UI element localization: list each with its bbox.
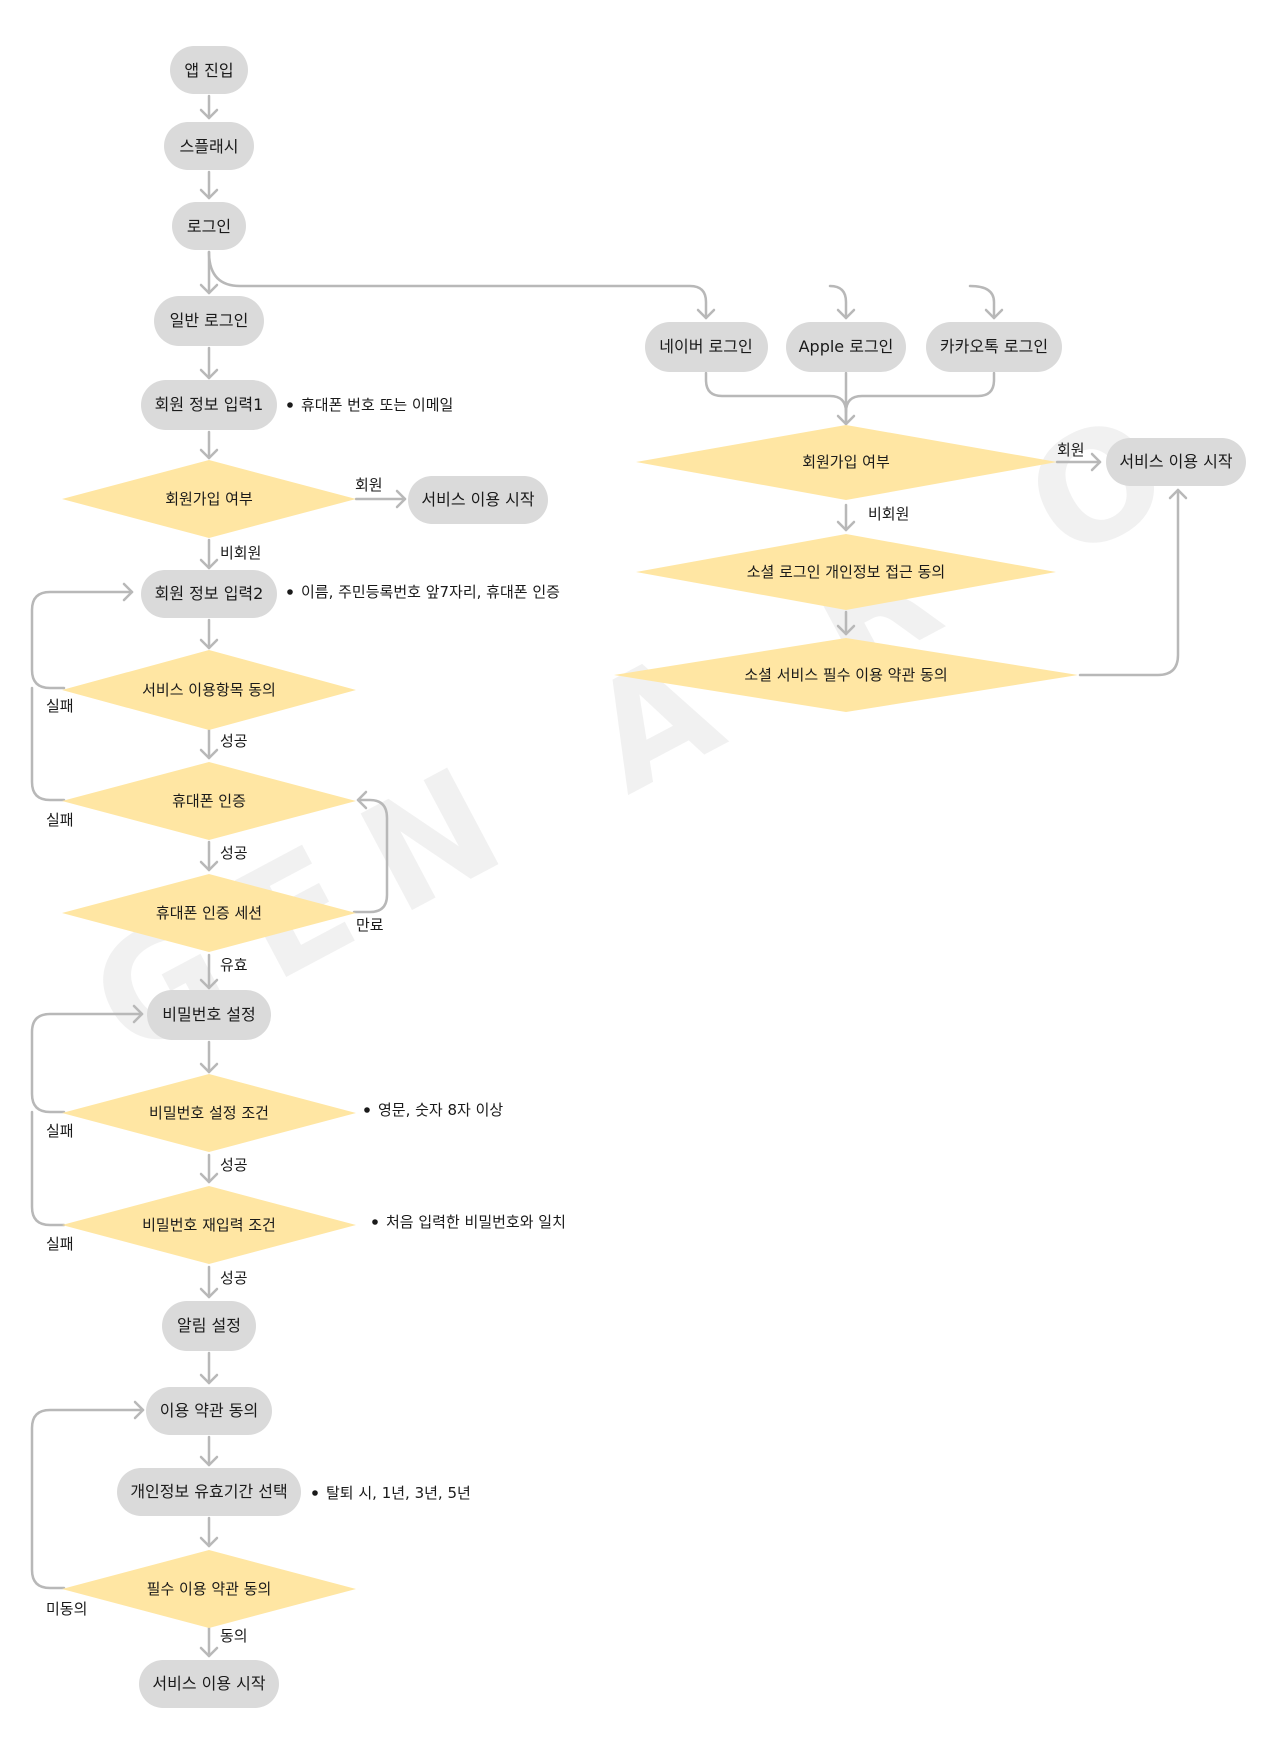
node-kakao-login: 카카오톡 로그인 [926, 322, 1062, 372]
svg-text:영문, 숫자 8자 이상: 영문, 숫자 8자 이상 [378, 1101, 503, 1119]
node-notification-set: 알림 설정 [162, 1301, 256, 1351]
node-member-info-1: 회원 정보 입력1 [141, 380, 277, 430]
svg-text:필수 이용 약관 동의: 필수 이용 약관 동의 [147, 1580, 272, 1598]
edge-items-fail [30, 590, 134, 690]
node-service-start-left: 서비스 이용 시작 [408, 476, 548, 524]
svg-text:소셜 서비스 필수 이용 약관 동의: 소셜 서비스 필수 이용 약관 동의 [744, 666, 947, 684]
svg-text:회원 정보 입력1: 회원 정보 입력1 [155, 395, 264, 414]
label-valid: 유효 [220, 956, 248, 974]
svg-text:이용 약관 동의: 이용 약관 동의 [160, 1401, 259, 1420]
svg-text:일반 로그인: 일반 로그인 [170, 311, 249, 330]
label-agreed: 동의 [220, 1627, 248, 1645]
edge-login-social-branch [207, 250, 708, 320]
edge-session-expired [352, 798, 389, 914]
svg-text:카카오톡 로그인: 카카오톡 로그인 [940, 337, 1048, 356]
svg-text:회원 정보 입력2: 회원 정보 입력2 [155, 584, 264, 603]
edge-phone-fail [30, 686, 66, 802]
svg-text:비밀번호 설정 조건: 비밀번호 설정 조건 [149, 1104, 269, 1122]
label-success-phone: 성공 [220, 844, 248, 862]
svg-text:이름, 주민등록번호 앞7자리, 휴대폰 인증: 이름, 주민등록번호 앞7자리, 휴대폰 인증 [301, 583, 560, 601]
node-app-entry: 앱 진입 [170, 46, 248, 94]
node-login: 로그인 [172, 202, 246, 250]
svg-text:휴대폰 번호 또는 이메일: 휴대폰 번호 또는 이메일 [301, 396, 453, 414]
edge-required-notagreed [30, 1408, 145, 1590]
node-service-start-right: 서비스 이용 시작 [1106, 438, 1246, 486]
svg-text:회원가입 여부: 회원가입 여부 [802, 453, 890, 471]
decision-password-condition: 비밀번호 설정 조건 [62, 1074, 356, 1152]
svg-text:회원가입 여부: 회원가입 여부 [165, 490, 253, 508]
svg-text:소셜 로그인 개인정보 접근 동의: 소셜 로그인 개인정보 접근 동의 [747, 563, 945, 581]
node-apple-login: Apple 로그인 [786, 322, 906, 372]
svg-text:탈퇴 시, 1년, 3년, 5년: 탈퇴 시, 1년, 3년, 5년 [326, 1484, 471, 1502]
svg-text:앱 진입: 앱 진입 [184, 61, 233, 80]
svg-text:서비스 이용항목 동의: 서비스 이용항목 동의 [142, 681, 276, 699]
edge-social-terms-start [1078, 488, 1180, 677]
svg-text:휴대폰 인증 세션: 휴대폰 인증 세션 [156, 904, 262, 922]
svg-text:스플래시: 스플래시 [180, 137, 239, 156]
node-splash: 스플래시 [164, 122, 254, 170]
label-success-pwcond: 성공 [220, 1156, 248, 1174]
note-password-reenter: 처음 입력한 비밀번호와 일치 [372, 1213, 566, 1231]
svg-text:비밀번호 재입력 조건: 비밀번호 재입력 조건 [142, 1216, 276, 1234]
label-fail-items: 실패 [46, 697, 74, 715]
decision-social-required-terms: 소셜 서비스 필수 이용 약관 동의 [614, 638, 1078, 712]
node-member-info-2: 회원 정보 입력2 [141, 570, 277, 618]
edge-pwreenter-fail [30, 1110, 66, 1227]
label-nonmember-left: 비회원 [220, 544, 261, 562]
node-terms-agree: 이용 약관 동의 [146, 1387, 272, 1435]
node-privacy-period: 개인정보 유효기간 선택 [117, 1468, 301, 1516]
note-privacy-period: 탈퇴 시, 1년, 3년, 5년 [312, 1484, 471, 1502]
node-service-start-bottom: 서비스 이용 시작 [139, 1660, 279, 1708]
decision-password-reenter: 비밀번호 재입력 조건 [62, 1186, 356, 1264]
svg-text:네이버 로그인: 네이버 로그인 [659, 337, 752, 356]
label-fail-pwcond: 실패 [46, 1122, 74, 1140]
edge-pwcond-fail [30, 1012, 144, 1114]
edge-social-merge [704, 371, 848, 426]
edges [30, 94, 1188, 1658]
label-nonmember-right: 비회원 [868, 505, 909, 523]
decision-phone-auth: 휴대폰 인증 [62, 762, 356, 840]
label-fail-phone: 실패 [46, 811, 74, 829]
note-password-condition: 영문, 숫자 8자 이상 [364, 1101, 503, 1119]
label-member-left: 회원 [355, 476, 383, 494]
svg-text:서비스 이용 시작: 서비스 이용 시작 [152, 1674, 265, 1693]
label-expired: 만료 [356, 916, 384, 934]
svg-text:서비스 이용 시작: 서비스 이용 시작 [421, 490, 534, 509]
decision-service-items: 서비스 이용항목 동의 [62, 650, 356, 730]
note-member-info-1: 휴대폰 번호 또는 이메일 [287, 396, 453, 414]
decision-signup-left: 회원가입 여부 [62, 460, 356, 538]
node-password-set: 비밀번호 설정 [147, 990, 271, 1040]
decision-phone-session: 휴대폰 인증 세션 [62, 874, 356, 952]
node-naver-login: 네이버 로그인 [645, 322, 768, 372]
decision-social-privacy: 소셜 로그인 개인정보 접근 동의 [636, 534, 1056, 610]
svg-text:처음 입력한 비밀번호와 일치: 처음 입력한 비밀번호와 일치 [386, 1213, 566, 1231]
label-not-agreed: 미동의 [46, 1600, 87, 1618]
label-success-pwreenter: 성공 [220, 1269, 248, 1287]
svg-text:휴대폰 인증: 휴대폰 인증 [172, 792, 246, 810]
decision-required-terms: 필수 이용 약관 동의 [62, 1550, 356, 1628]
svg-text:개인정보 유효기간 선택: 개인정보 유효기간 선택 [130, 1482, 287, 1501]
svg-text:서비스 이용 시작: 서비스 이용 시작 [1119, 452, 1232, 471]
node-general-login: 일반 로그인 [154, 296, 264, 346]
label-member-right: 회원 [1057, 441, 1085, 459]
note-member-info-2: 이름, 주민등록번호 앞7자리, 휴대폰 인증 [287, 583, 560, 601]
decision-signup-right: 회원가입 여부 [636, 425, 1057, 500]
svg-text:Apple 로그인: Apple 로그인 [799, 337, 894, 356]
svg-text:알림 설정: 알림 설정 [177, 1316, 241, 1335]
svg-text:비밀번호 설정: 비밀번호 설정 [162, 1005, 255, 1024]
label-fail-pwreenter: 실패 [46, 1235, 74, 1253]
label-success-items: 성공 [220, 732, 248, 750]
svg-text:로그인: 로그인 [187, 217, 231, 236]
